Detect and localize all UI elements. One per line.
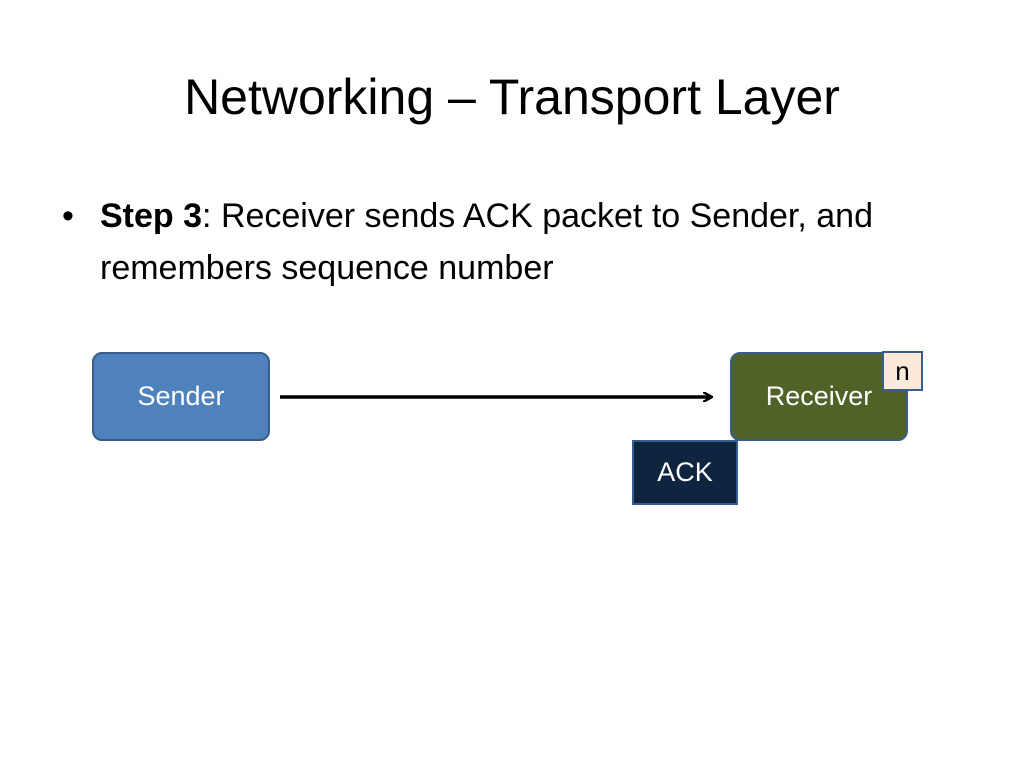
receiver-node: Receiver (730, 352, 908, 441)
sender-node: Sender (92, 352, 270, 441)
bullet-marker: • (62, 197, 74, 235)
step-description: : Receiver sends ACK packet to Sender, a… (100, 197, 873, 287)
sequence-number-tag: n (882, 351, 923, 391)
sender-label: Sender (137, 381, 225, 411)
ack-packet-label: ACK (657, 457, 713, 487)
receiver-label: Receiver (765, 381, 873, 411)
sequence-number-label: n (895, 355, 910, 386)
step-label: Step 3 (100, 197, 203, 235)
ack-packet: ACK (632, 440, 738, 505)
slide-title: Networking – Transport Layer (184, 69, 840, 125)
bullet-text: Step 3: Receiver sends ACK packet to Sen… (100, 190, 962, 294)
